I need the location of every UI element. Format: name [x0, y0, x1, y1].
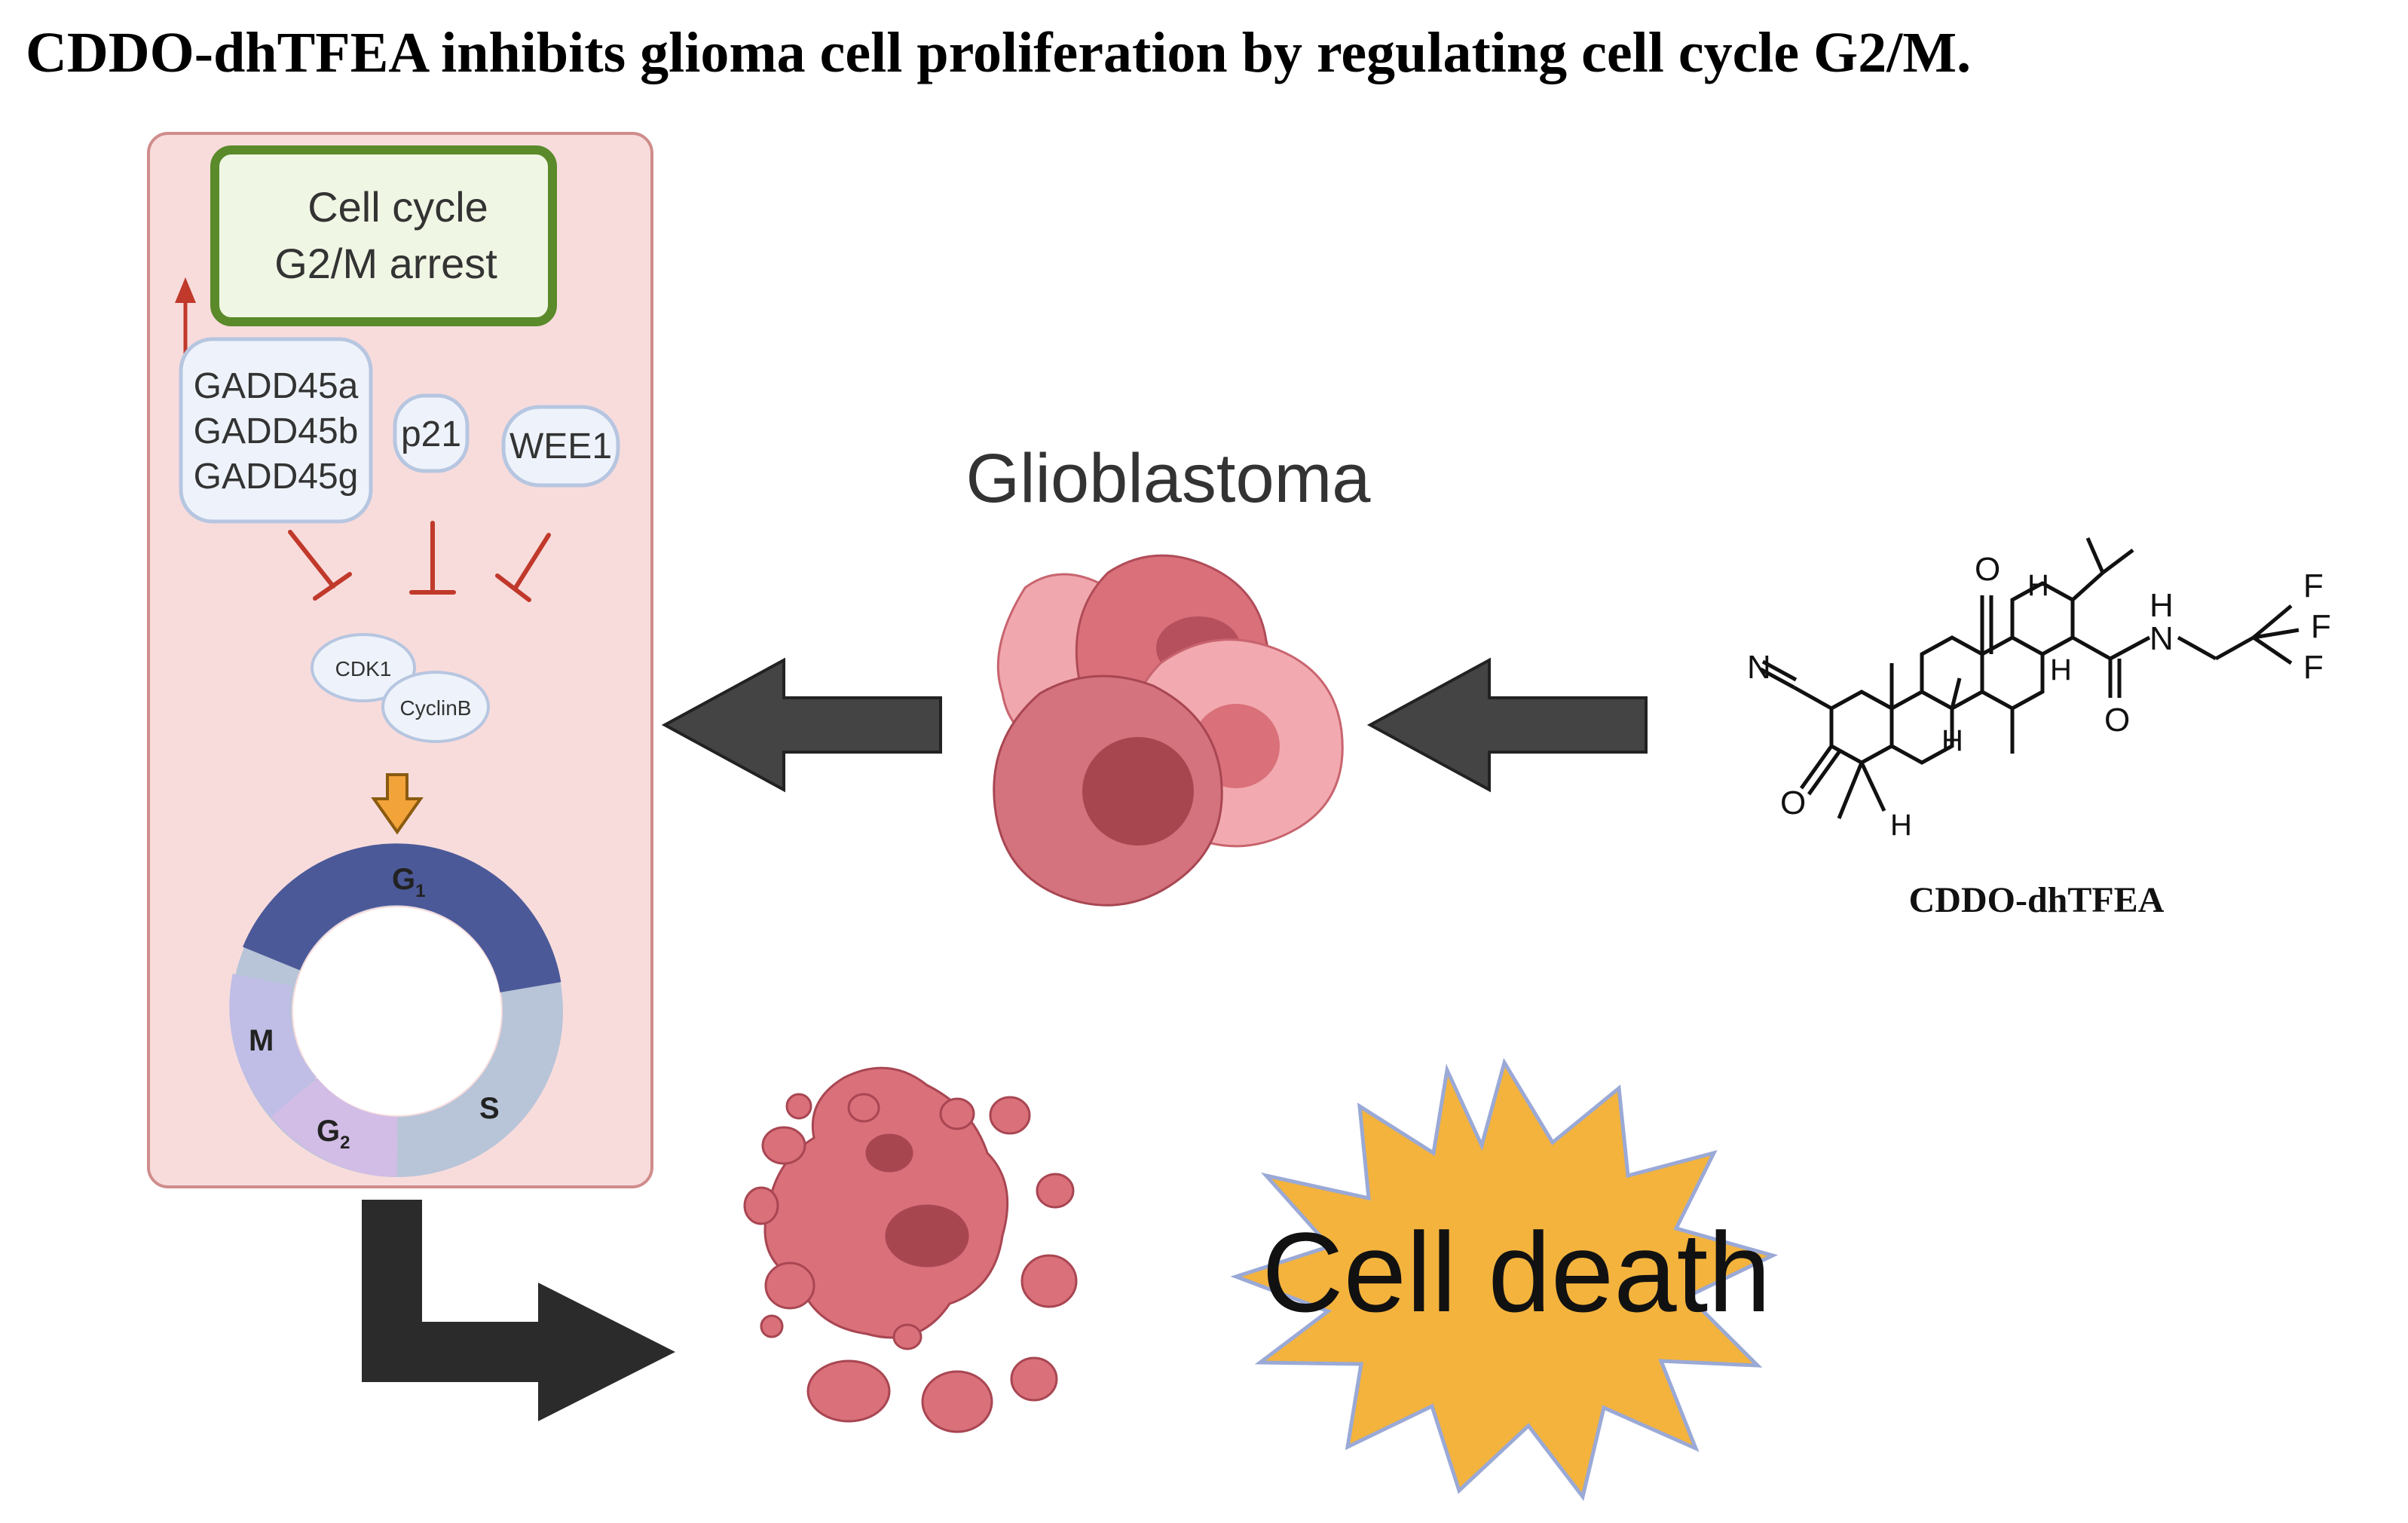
arrow-to-panel	[661, 657, 942, 793]
compound-name: CDDO-dhTFEA	[1909, 880, 2165, 920]
arrow-to-cells	[1366, 657, 1648, 793]
m-label: M	[249, 1024, 274, 1057]
gadd45a-label: GADD45a	[194, 366, 359, 406]
arrest-box: Cell cycle G2/M arrest	[210, 145, 557, 326]
atom-h-4: H	[1890, 809, 1912, 842]
atom-o-left: O	[1780, 784, 1806, 821]
figure-title: CDDO-dhTFEA inhibits glioma cell prolife…	[26, 21, 1972, 84]
gadd45g-label: GADD45g	[194, 457, 359, 497]
pathway-panel: Cell cycle G2/M arrest GADD45a GADD45b G…	[147, 132, 653, 1188]
atom-o-amide: O	[2104, 702, 2130, 739]
atom-nh-h: H	[2149, 587, 2174, 624]
p21-bubble: p21	[393, 393, 470, 473]
cyclinb-label: CyclinB	[400, 696, 472, 720]
cell-cycle-ring: G1 S G2 M	[229, 843, 563, 1177]
inhibition-arrows	[288, 521, 551, 602]
cell-death-burst: Cell death	[1230, 1057, 1779, 1501]
g2-label: G2	[317, 1115, 350, 1153]
arrest-line1: Cell cycle	[308, 183, 488, 231]
atom-f3: F	[2303, 649, 2324, 686]
atom-f1: F	[2303, 567, 2324, 604]
atom-nh-n: N	[2149, 620, 2174, 657]
dying-cell	[743, 1066, 1078, 1433]
atom-n-nitrile: N	[1747, 649, 1771, 686]
atom-o-top: O	[1975, 551, 2000, 588]
bent-arrow	[362, 1200, 675, 1421]
atom-f2: F	[2311, 608, 2331, 645]
atom-h-3: H	[2027, 569, 2049, 602]
atom-h-2: H	[2050, 653, 2072, 687]
arrest-line2: G2/M arrest	[274, 240, 497, 287]
glioblastoma-label: Glioblastoma	[966, 440, 1372, 517]
chemical-atom-labels: N O O O N H F F F H H H H	[1747, 551, 2331, 842]
s-label: S	[479, 1092, 500, 1125]
chemical-structure	[1759, 537, 2299, 819]
cdk1-label: CDK1	[335, 657, 392, 680]
g1-label: G1	[392, 863, 425, 901]
gadd45b-label: GADD45b	[194, 411, 359, 451]
wee1-label: WEE1	[509, 427, 612, 466]
gadd45-bubble: GADD45a GADD45b GADD45g	[179, 337, 373, 524]
cell-death-label: Cell death	[1262, 1209, 1770, 1335]
p21-label: p21	[401, 414, 461, 454]
wee1-bubble: WEE1	[501, 405, 620, 488]
orange-down-arrow	[371, 773, 424, 835]
cdk1-cyclinb-complex: CDK1 CyclinB	[311, 633, 490, 743]
glioblastoma-cells	[993, 554, 1344, 907]
atom-h-1: H	[1941, 724, 1963, 757]
